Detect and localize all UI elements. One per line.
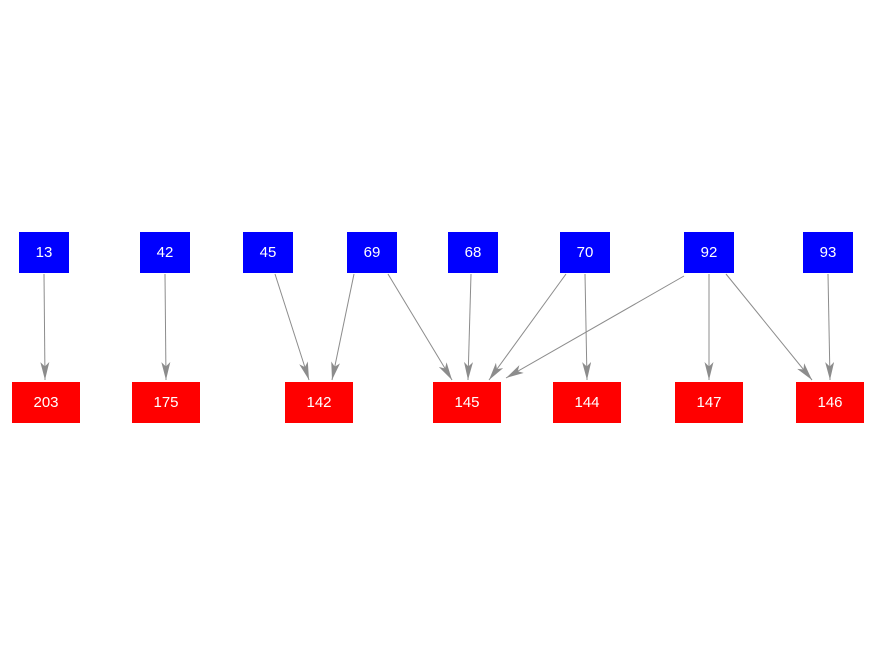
edge-42-175 xyxy=(161,273,171,381)
node-144: 144 xyxy=(553,382,621,423)
node-70: 70 xyxy=(560,232,610,273)
node-42: 42 xyxy=(140,232,190,273)
node-93: 93 xyxy=(803,232,853,273)
node-145: 145 xyxy=(433,382,501,423)
node-69: 69 xyxy=(347,232,397,273)
edge-69-142 xyxy=(331,273,355,381)
edge-92-146 xyxy=(725,273,813,381)
node-92: 92 xyxy=(684,232,734,273)
node-68: 68 xyxy=(448,232,498,273)
edge-93-146 xyxy=(825,273,835,381)
node-45: 45 xyxy=(243,232,293,273)
node-146: 146 xyxy=(796,382,864,423)
edge-70-144 xyxy=(582,273,592,381)
edge-45-142 xyxy=(274,273,310,381)
edge-92-145 xyxy=(505,275,685,379)
edge-68-145 xyxy=(464,273,474,381)
edges-group xyxy=(40,273,835,381)
edge-70-145 xyxy=(488,273,567,381)
node-175: 175 xyxy=(132,382,200,423)
node-142: 142 xyxy=(285,382,353,423)
node-147: 147 xyxy=(675,382,743,423)
node-13: 13 xyxy=(19,232,69,273)
node-203: 203 xyxy=(12,382,80,423)
edge-13-203 xyxy=(40,273,50,381)
edge-69-145 xyxy=(387,273,453,381)
